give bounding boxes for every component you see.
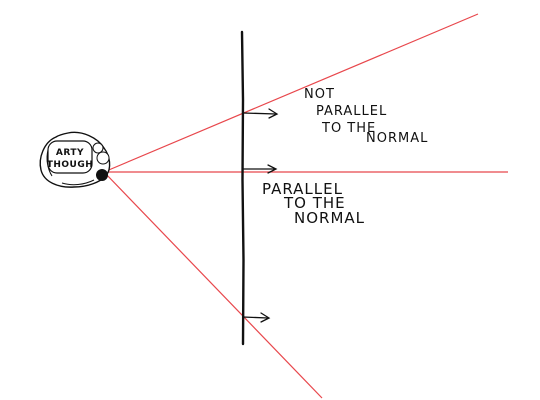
head-text-line-2: THOUGH	[47, 160, 94, 170]
head-text-line-1: ARTY	[56, 148, 84, 158]
label-not-parallel: NOT PARALLEL TO THE NORMAL	[304, 87, 428, 146]
label-not-parallel-line-2: PARALLEL	[316, 104, 387, 119]
ray-upper	[103, 13, 479, 173]
label-not-parallel-line-4: NORMAL	[366, 131, 428, 146]
label-not-parallel-line-3: TO THE	[321, 121, 376, 136]
ray-lower	[103, 171, 323, 399]
label-parallel-line-1: PARALLEL	[262, 180, 343, 198]
label-not-parallel-line-1: NOT	[304, 87, 335, 102]
surface-line	[240, 30, 245, 346]
head-icon: ARTY THOUGH	[39, 131, 111, 188]
normal-arrow-middle	[242, 164, 278, 174]
normal-arrow-lower	[242, 312, 271, 323]
eye-icon	[96, 169, 108, 181]
label-parallel-line-3: NORMAL	[294, 209, 365, 227]
normal-arrow-upper	[242, 108, 279, 119]
label-parallel-line-2: TO THE	[283, 194, 346, 212]
label-parallel: PARALLEL TO THE NORMAL	[262, 180, 365, 227]
